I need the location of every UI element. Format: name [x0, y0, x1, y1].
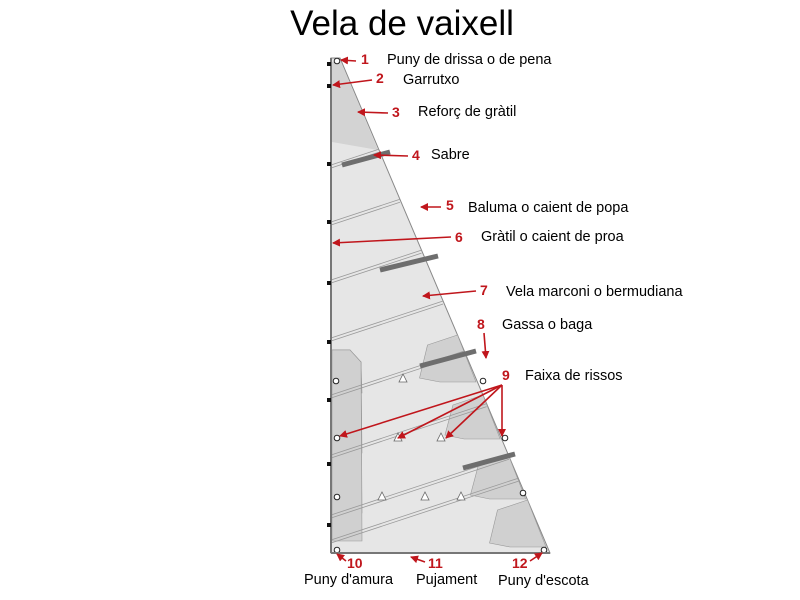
reef-patch-leech	[489, 499, 547, 548]
batten	[379, 253, 439, 273]
batten	[341, 149, 391, 168]
mast-slide	[327, 281, 331, 285]
svg-text:Puny d'escota: Puny d'escota	[498, 573, 590, 589]
mast-slide	[327, 62, 331, 66]
grommet	[333, 434, 341, 442]
reef-point	[456, 491, 466, 501]
svg-text:6: 6	[455, 229, 463, 245]
svg-text:3: 3	[392, 104, 400, 120]
grommet	[479, 377, 487, 385]
label-2: 2 Garrutxo	[332, 70, 459, 89]
reef-point	[436, 432, 446, 442]
svg-text:2: 2	[376, 70, 384, 86]
svg-text:1: 1	[361, 51, 369, 67]
svg-text:9: 9	[502, 367, 510, 383]
svg-text:Pujament: Pujament	[416, 572, 477, 588]
svg-text:Reforç de gràtil: Reforç de gràtil	[418, 104, 516, 120]
grommet	[333, 493, 341, 501]
mast-slide	[327, 162, 331, 166]
reef-point	[398, 373, 408, 383]
sail-seam	[330, 198, 401, 223]
svg-text:Gassa o baga: Gassa o baga	[502, 317, 593, 333]
sail-seam	[330, 249, 422, 281]
svg-text:Sabre: Sabre	[431, 147, 470, 163]
label-1: 1 Puny de drissa o de pena	[340, 51, 552, 68]
labels: 1 Puny de drissa o de pena 2 Garrutxo 3 Ref…	[304, 51, 683, 589]
sail-seam	[330, 252, 422, 284]
sail-seam	[330, 300, 444, 339]
svg-text:5: 5	[446, 197, 454, 213]
grommet	[501, 434, 509, 442]
grommet	[333, 546, 341, 554]
mast-slide	[327, 523, 331, 527]
reef-point	[420, 491, 430, 501]
svg-text:8: 8	[477, 316, 485, 332]
svg-text:7: 7	[480, 282, 488, 298]
label-5: 5 Baluma o caient de popa	[420, 197, 629, 216]
diagram-title: Vela de vaixell	[290, 4, 514, 43]
sail	[327, 57, 551, 554]
grommet	[333, 57, 341, 65]
batten	[462, 451, 516, 471]
mast-slide	[327, 220, 331, 224]
mast-slide	[327, 340, 331, 344]
label-9: 9 Faixa de rissos	[339, 367, 623, 439]
svg-text:Vela marconi o bermudiana: Vela marconi o bermudiana	[506, 284, 683, 300]
sail-seam	[330, 148, 379, 166]
sail-seam	[330, 458, 510, 519]
mast-slide	[327, 398, 331, 402]
mast-slide	[327, 84, 331, 88]
svg-text:12: 12	[512, 555, 528, 571]
svg-text:Baluma o caient de popa: Baluma o caient de popa	[468, 200, 629, 216]
sail-seam	[330, 303, 444, 342]
svg-text:Gràtil o caient de proa: Gràtil o caient de proa	[481, 229, 625, 245]
sail-seam	[330, 477, 519, 541]
sail-seam	[330, 201, 401, 226]
grommet	[519, 489, 527, 497]
svg-text:Faixa de rissos: Faixa de rissos	[525, 368, 623, 384]
label-6: 6 Gràtil o caient de proa	[332, 229, 625, 247]
reef-point	[377, 491, 387, 501]
label-4: 4 Sabre	[373, 147, 470, 163]
svg-text:4: 4	[412, 147, 420, 163]
svg-text:11: 11	[428, 555, 443, 571]
svg-text:Puny de drissa o de pena: Puny de drissa o de pena	[387, 52, 552, 68]
grommet	[332, 377, 340, 385]
headboard-patch	[332, 62, 378, 150]
svg-text:Garrutxo: Garrutxo	[403, 72, 459, 88]
label-7: 7 Vela marconi o bermudiana	[422, 282, 683, 300]
svg-text:Puny d'amura: Puny d'amura	[304, 572, 394, 588]
batten	[419, 348, 477, 369]
mast-slide	[327, 462, 331, 466]
sail-seam	[330, 403, 487, 456]
grommet	[540, 546, 548, 554]
sail-seam	[330, 480, 519, 544]
svg-text:10: 10	[347, 555, 363, 571]
label-8: 8 Gassa o baga	[477, 316, 593, 359]
label-3: 3 Reforç de gràtil	[357, 104, 516, 120]
